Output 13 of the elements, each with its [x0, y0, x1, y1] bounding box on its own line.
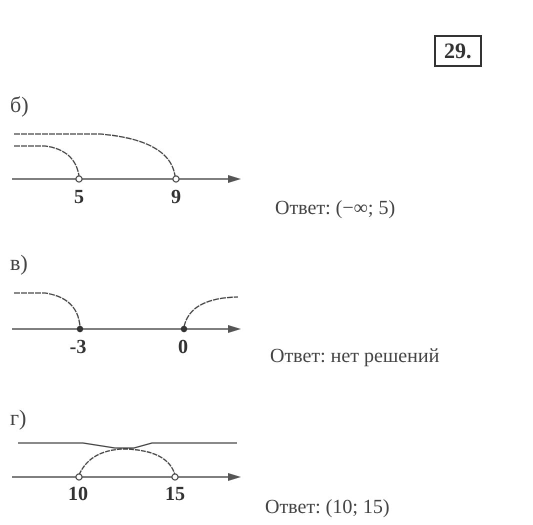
answer-text: Ответ: (−∞; 5) — [275, 196, 396, 221]
tick-label: 0 — [178, 336, 188, 358]
problem-number: 29. — [434, 35, 482, 67]
tick-label: 10 — [68, 483, 88, 505]
tick-label: 5 — [74, 186, 84, 208]
part-label: в) — [10, 250, 28, 276]
answer-text: Ответ: нет решений — [270, 344, 440, 369]
tick-label: 9 — [171, 186, 181, 208]
tick-label: -3 — [70, 336, 86, 358]
tick-label: 15 — [165, 483, 185, 505]
part-label: б) — [10, 92, 29, 118]
answer-text: Ответ: (10; 15) — [265, 495, 390, 520]
part-label: г) — [10, 405, 26, 431]
